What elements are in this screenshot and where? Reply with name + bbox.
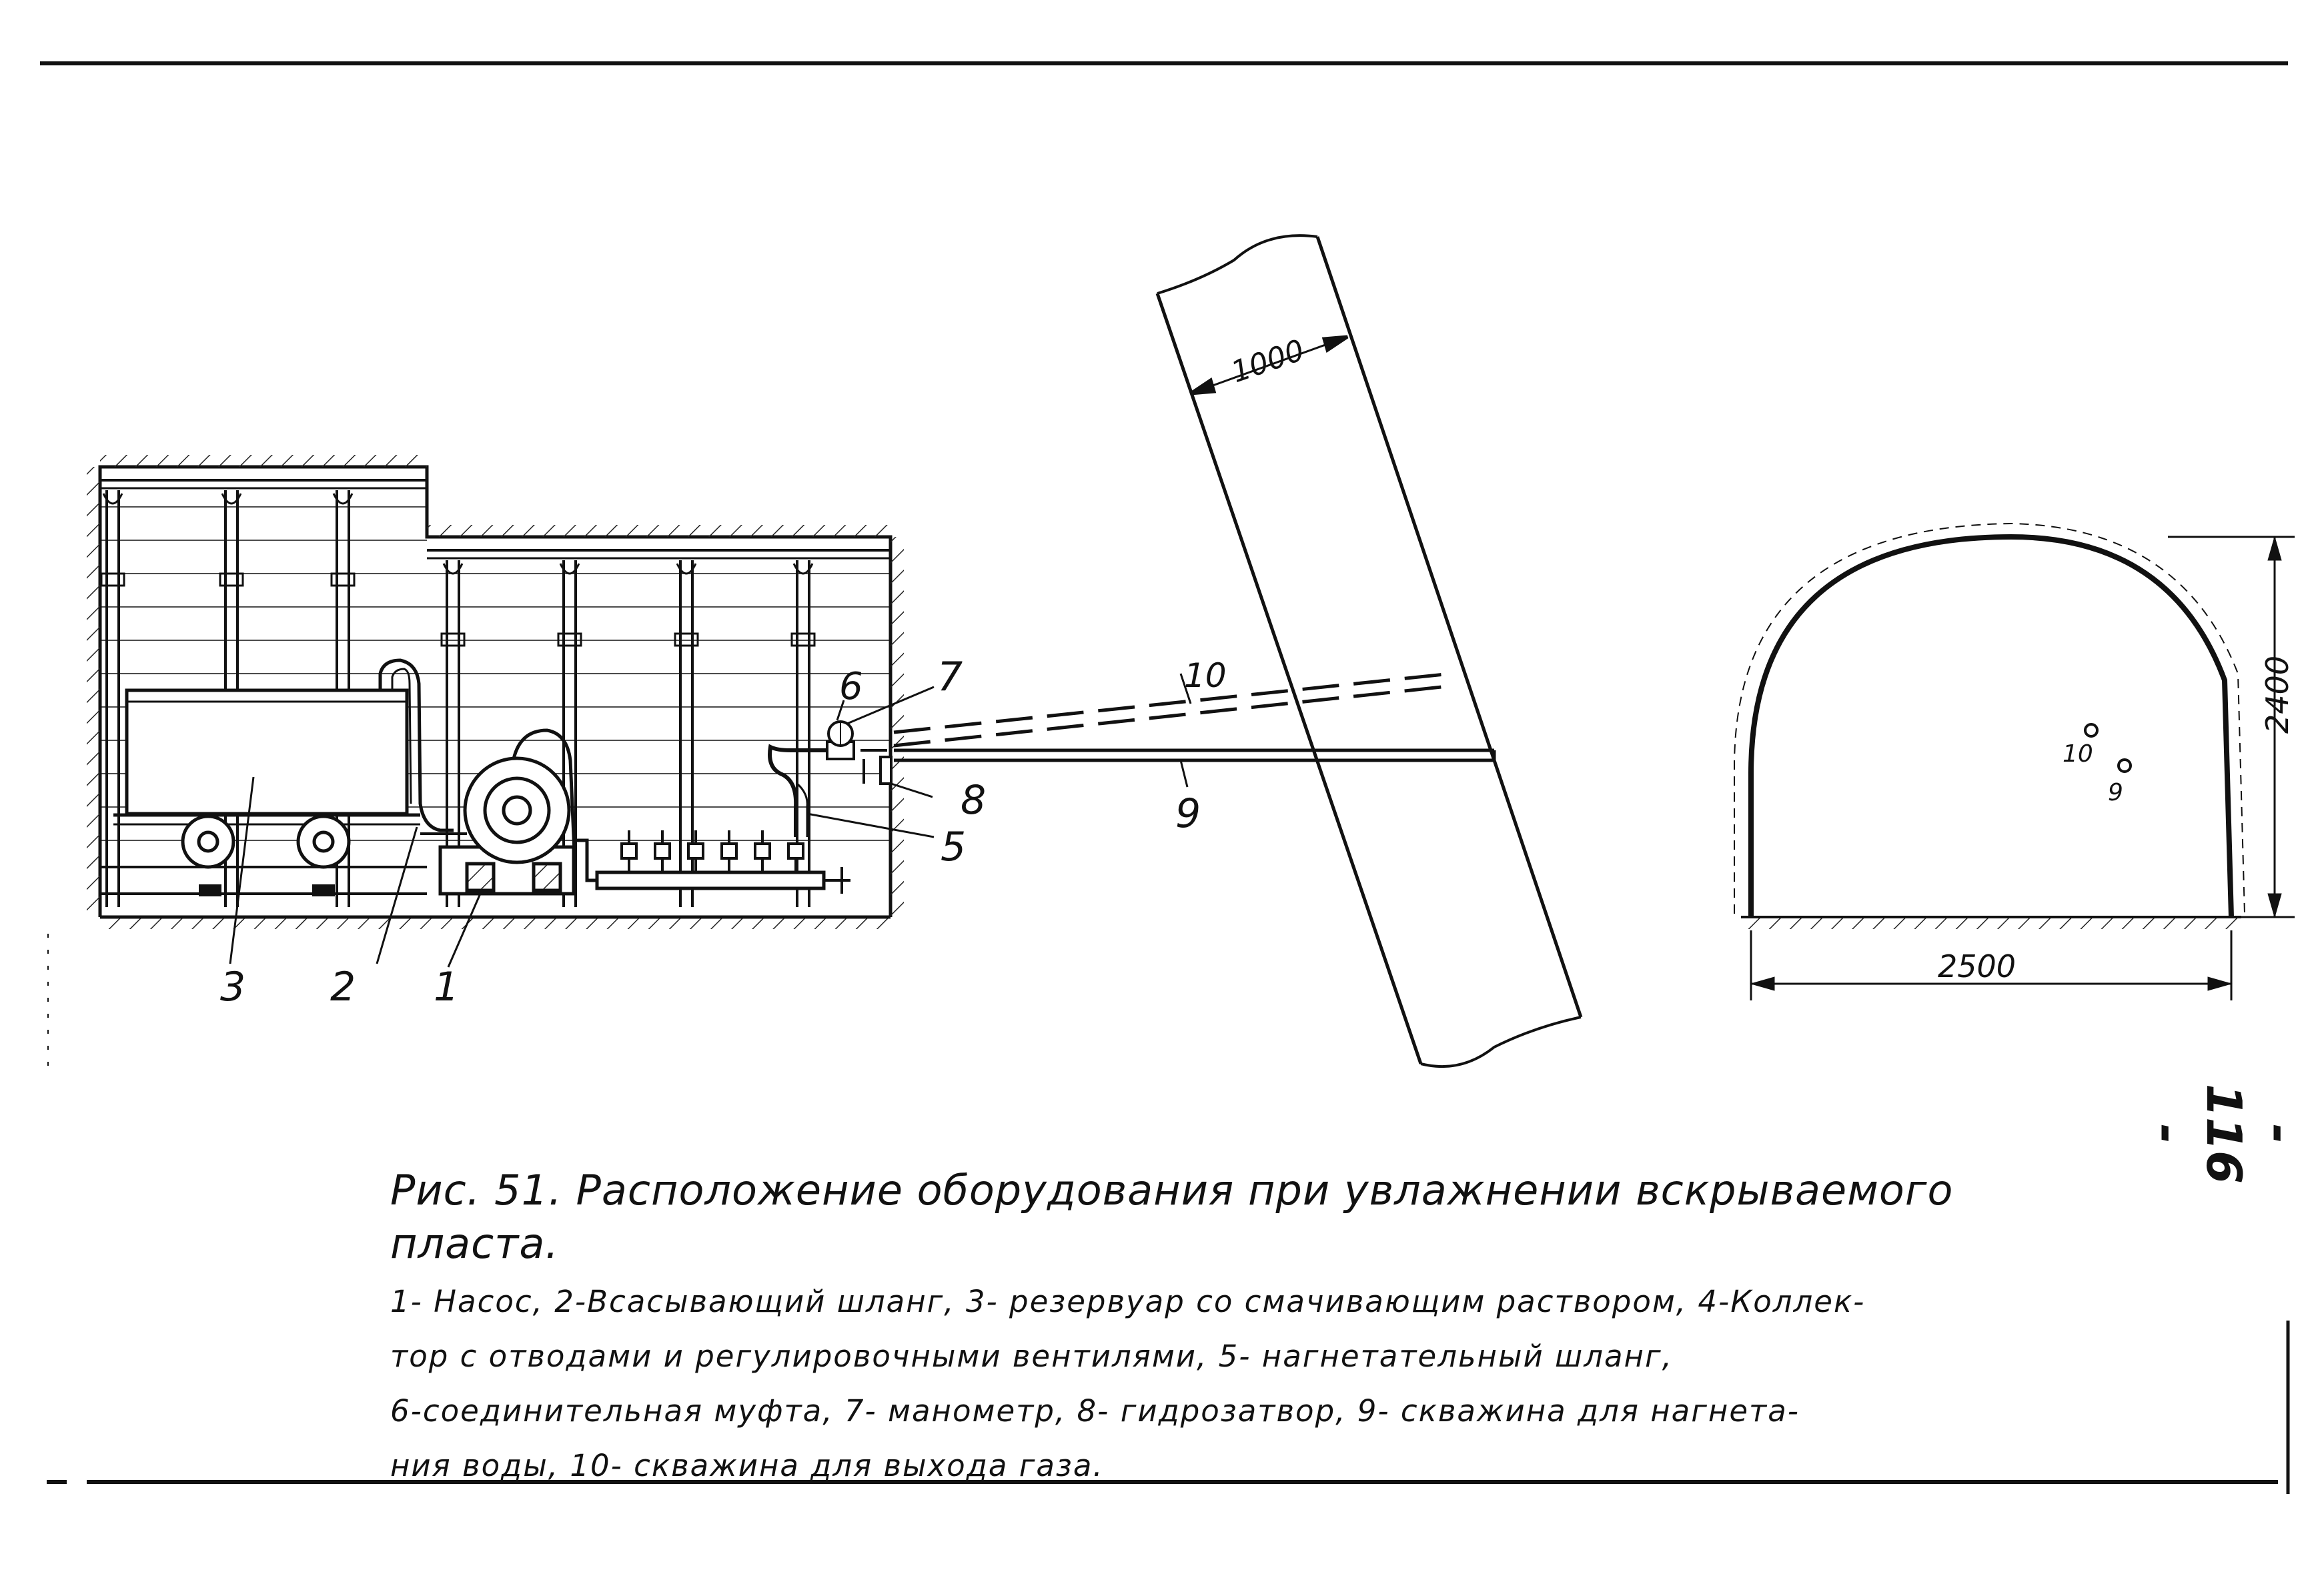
section-label-9: 9 [2108,779,2123,806]
gallery-section [87,455,935,968]
delivery-hose [768,744,834,837]
label-2: 2 [330,964,356,1010]
suction-hose [378,658,454,832]
section-label-10: 10 [2063,740,2093,768]
coupling [826,720,893,785]
dimension-2400: 2400 [2259,656,2295,734]
diagram-labels: 3 2 1 6 7 8 5 10 9 1000 2500 2400 10 9 [220,333,2295,1010]
caption-line: тор с отводами и регулировочными вентиля… [390,1339,1673,1374]
dimension-1000: 1000 [1227,333,1308,390]
caption-legend: 1- Насос, 2-Всасывающий шланг, 3- резерв… [390,1275,2018,1493]
label-3: 3 [220,964,245,1010]
caption-line: ния воды, 10- скважина для выхода газа. [390,1448,1104,1483]
caption-line: 6-соединительная муфта, 7- манометр, 8- … [390,1393,1800,1429]
label-10: 10 [1184,656,1227,695]
label-5: 5 [941,824,966,870]
label-9: 9 [1175,790,1201,837]
label-7: 7 [937,654,963,700]
caption-line: 1- Насос, 2-Всасывающий шланг, 3- резерв… [390,1284,1866,1319]
borehole-10-mouth [2084,723,2099,738]
collector-pipe [575,830,850,894]
figure-caption: Рис. 51. Расположение оборудования при у… [390,1164,2018,1493]
label-8: 8 [961,777,986,824]
cart-wheels [181,814,351,869]
tank [113,688,420,826]
label-6: 6 [839,665,863,708]
caption-title: Рис. 51. Расположение оборудования при у… [390,1166,1954,1268]
dimension-2500: 2500 [1938,948,2016,984]
page-number: - 116 - [2140,1083,2308,1185]
borehole-9-mouth [2117,758,2132,773]
seam-and-boreholes [893,234,1583,1068]
pump [420,728,577,896]
gallery-cross-section [1734,522,2295,1000]
label-1: 1 [434,964,459,1010]
